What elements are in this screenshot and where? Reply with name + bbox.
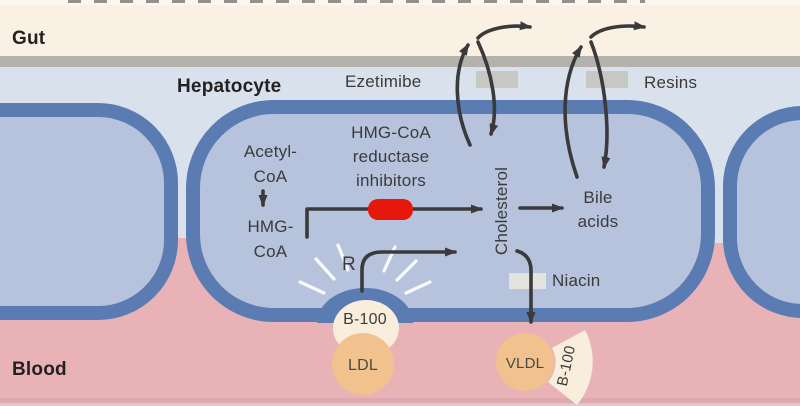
drug-niacin-label: Niacin <box>552 271 601 290</box>
blood-bottom-edge-light <box>0 403 800 406</box>
gut-wall-bar <box>0 56 800 67</box>
cropped-text-remnant <box>68 0 645 3</box>
arrow-cholesterol-to-vldl <box>515 249 536 324</box>
arrow-ezetimibe-to-gut <box>476 21 532 40</box>
drug-statins-label: HMG-CoA reductase inhibitors <box>351 123 431 190</box>
arrow-resins-cycle-down <box>589 40 611 169</box>
receptor-r-label: R <box>342 254 356 275</box>
vldl-apoprotein-wedge <box>548 330 593 405</box>
statin-inhibition-block <box>368 199 413 220</box>
arrow-receptor-uptake <box>360 247 457 293</box>
drug-resins-label: Resins <box>644 73 698 92</box>
arrow-ezetimibe-cycle-up <box>455 43 472 147</box>
arrow-resins-to-gut <box>589 21 646 39</box>
hepatocyte-cell-main <box>186 100 715 322</box>
metabolite-cholesterol-label: Cholesterol <box>492 166 511 256</box>
vldl-particle-circle <box>496 333 554 391</box>
metabolite-acetyl-coa-label: Acetyl- CoA <box>243 142 298 186</box>
ldl-particle-circle <box>332 333 394 395</box>
gut-region <box>0 0 800 56</box>
region-blood-label: Blood <box>12 359 67 380</box>
pathway-arrows <box>258 21 646 324</box>
metabolite-hmg-coa-label: HMG- CoA <box>247 217 294 261</box>
vldl-label: VLDL <box>505 355 545 372</box>
arrow-hmgcoa-to-cholesterol <box>305 204 483 239</box>
region-gut-label: Gut <box>12 28 46 49</box>
transporter-block-ezetimibe <box>476 71 518 88</box>
ldl-label: LDL <box>348 357 378 374</box>
metabolite-bile-acids-label: Bile acids <box>577 188 619 231</box>
arrow-ezetimibe-cycle-down <box>476 40 499 136</box>
blood-bottom-edge <box>0 398 800 403</box>
arrow-resins-cycle-up <box>563 45 583 179</box>
ldl-b100-label: B-100 <box>343 311 387 328</box>
region-hepatocyte-label: Hepatocyte <box>177 76 282 97</box>
transporter-block-resins <box>586 71 628 88</box>
niacin-block <box>509 273 546 289</box>
drug-ezetimibe-label: Ezetimibe <box>345 72 422 91</box>
